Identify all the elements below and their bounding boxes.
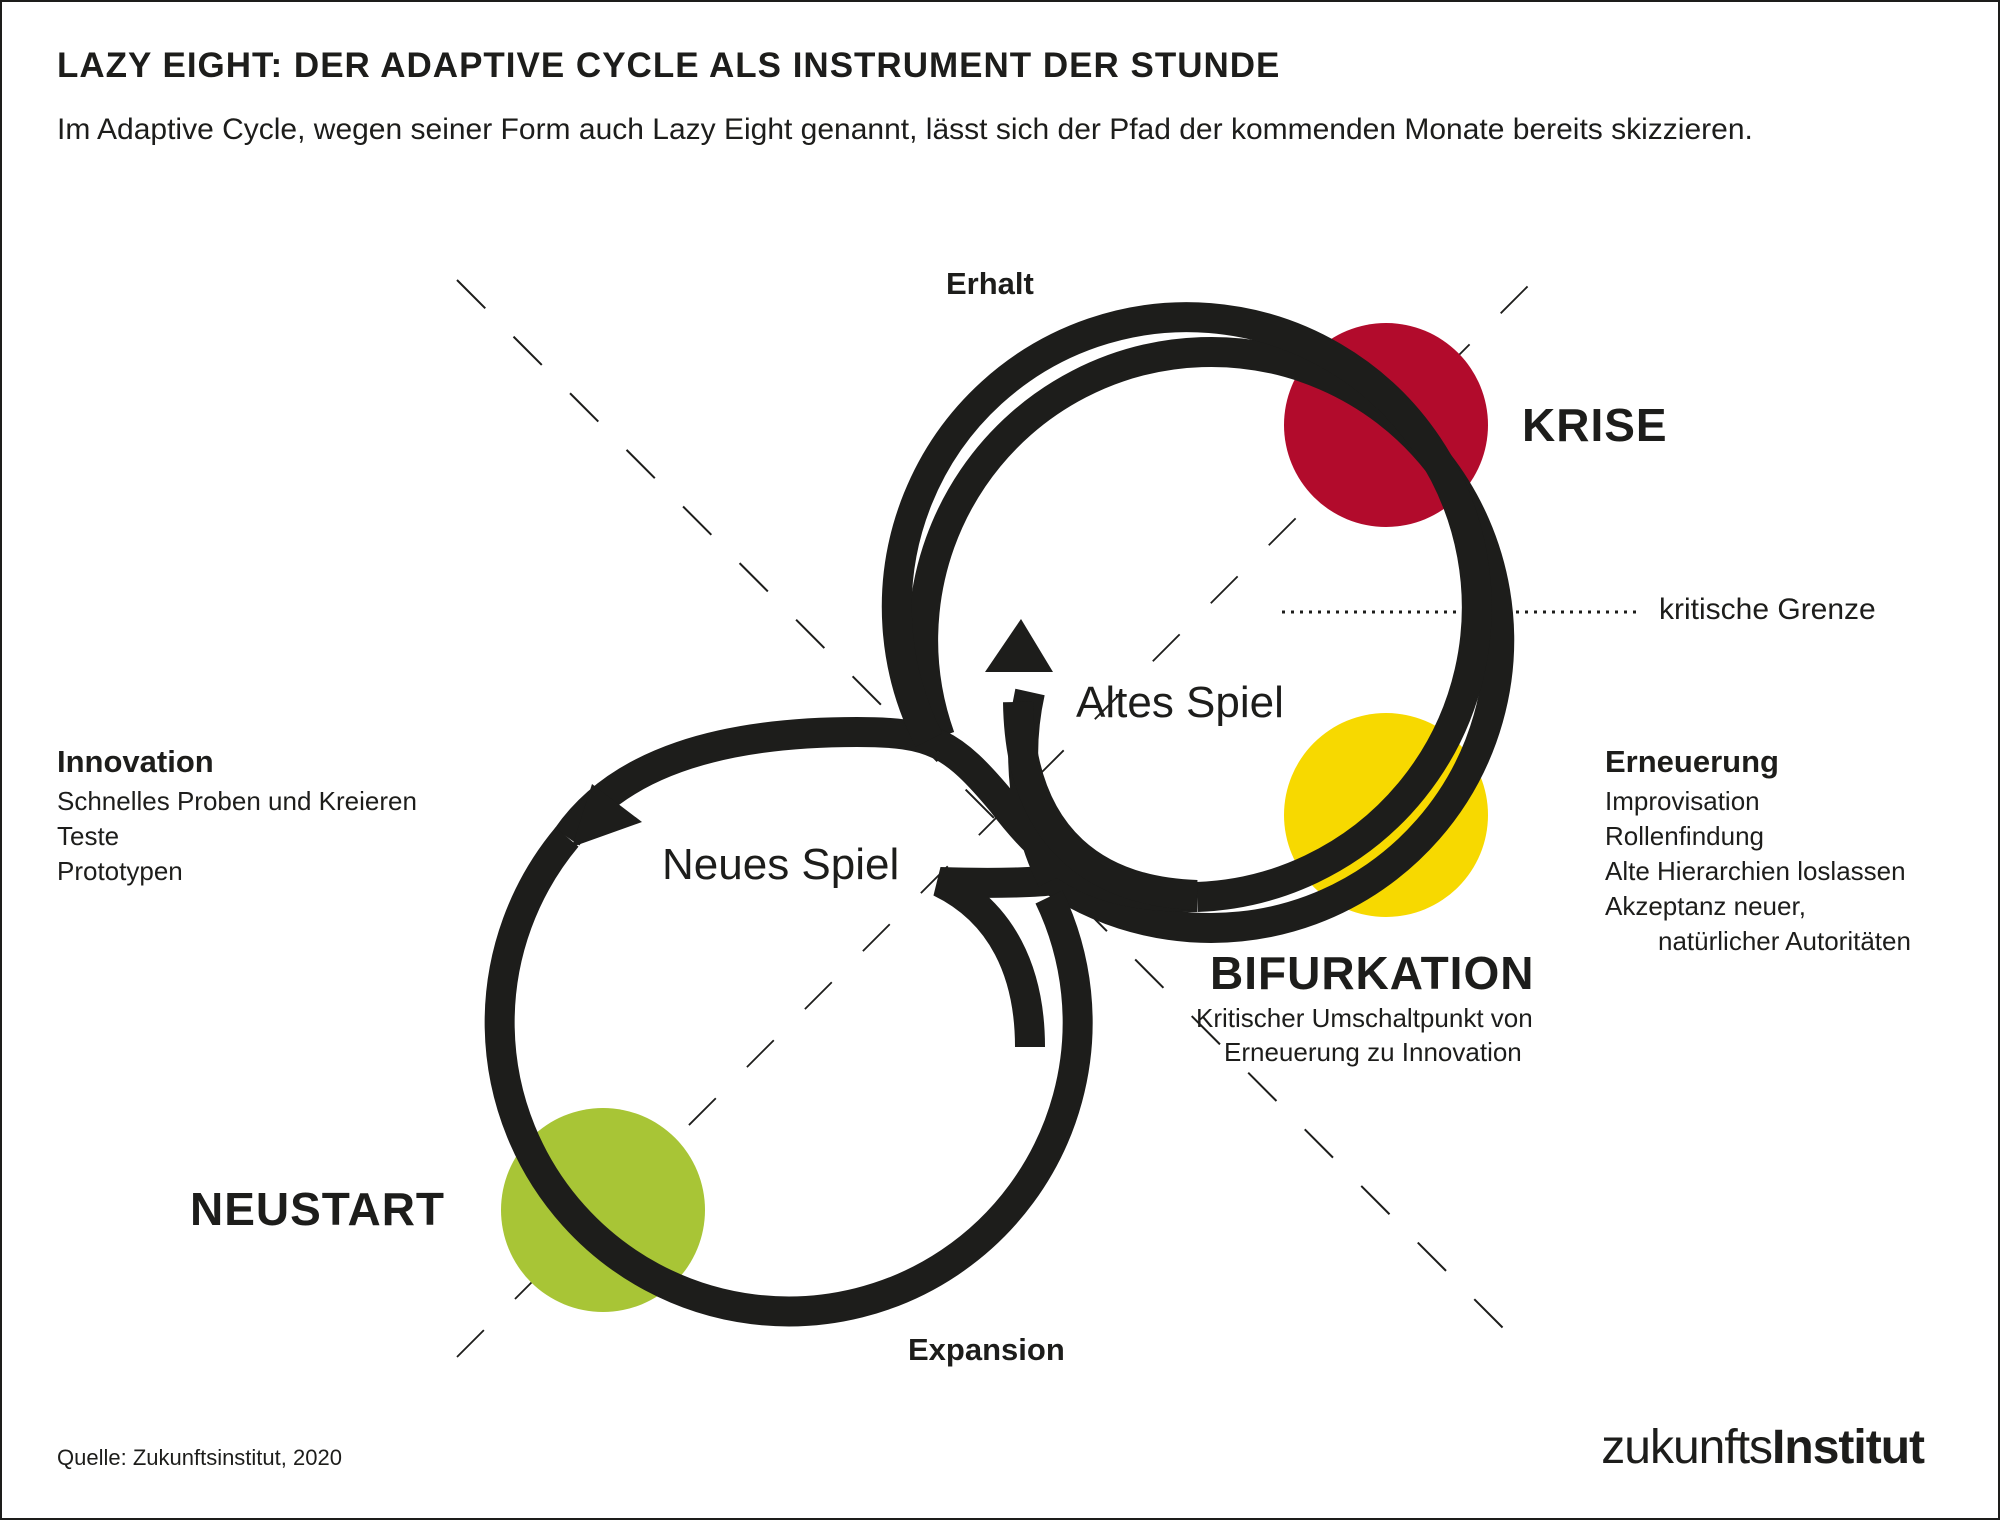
label-neues-spiel: Neues Spiel [662, 840, 900, 889]
page-subtitle: Im Adaptive Cycle, wegen seiner Form auc… [57, 113, 1753, 146]
lazy-eight-lower-loop [484, 827, 1093, 1327]
erneuerung-item: natürlicher Autoritäten [1658, 926, 1911, 956]
logo-regular-part: zukunfts [1601, 1421, 1773, 1474]
erneuerung-item: Improvisation [1605, 786, 1760, 816]
source-note: Quelle: Zukunftsinstitut, 2020 [57, 1445, 342, 1470]
phase-label-bifurkation: BIFURKATION [1210, 947, 1535, 999]
phase-label-neustart: NEUSTART [190, 1183, 446, 1235]
page-title: LAZY EIGHT: DER ADAPTIVE CYCLE ALS INSTR… [57, 46, 1281, 85]
logo-bold-part: Institut [1772, 1421, 1925, 1474]
innovation-title: Innovation [57, 744, 214, 779]
arrowhead-lower [572, 784, 642, 847]
bifurkation-desc-line-2: Erneuerung zu Innovation [1224, 1037, 1522, 1067]
bifurkation-desc-line-1: Kritischer Umschaltpunkt von [1196, 1003, 1533, 1033]
zukunftsinstitut-logo: zukunftsInstitut [1601, 1420, 1925, 1475]
innovation-item: Teste [57, 821, 120, 851]
axis-label-erhalt: Erhalt [946, 266, 1034, 301]
label-kritische-grenze: kritische Grenze [1659, 593, 1876, 626]
erneuerung-item: Rollenfindung [1605, 821, 1765, 851]
arrowhead-upper [985, 619, 1053, 672]
lazy-eight-upper-loop [908, 336, 1515, 1048]
erneuerung-title: Erneuerung [1605, 744, 1779, 779]
label-altes-spiel: Altes Spiel [1076, 678, 1284, 727]
diagonal-dashed-line-falling [456, 279, 1523, 1348]
lazy-eight-upper-arc [881, 302, 1492, 912]
neustart-circle [501, 1108, 705, 1312]
phase-label-krise: KRISE [1522, 399, 1668, 451]
erneuerung-item: Akzeptanz neuer, [1605, 891, 1806, 921]
innovation-item: Schnelles Proben und Kreieren [57, 786, 417, 816]
erneuerung-item: Alte Hierarchien loslassen [1605, 856, 1906, 886]
inner-arrow-arc [1003, 701, 1198, 910]
innovation-item: Prototypen [57, 856, 183, 886]
axis-label-expansion: Expansion [908, 1332, 1065, 1367]
